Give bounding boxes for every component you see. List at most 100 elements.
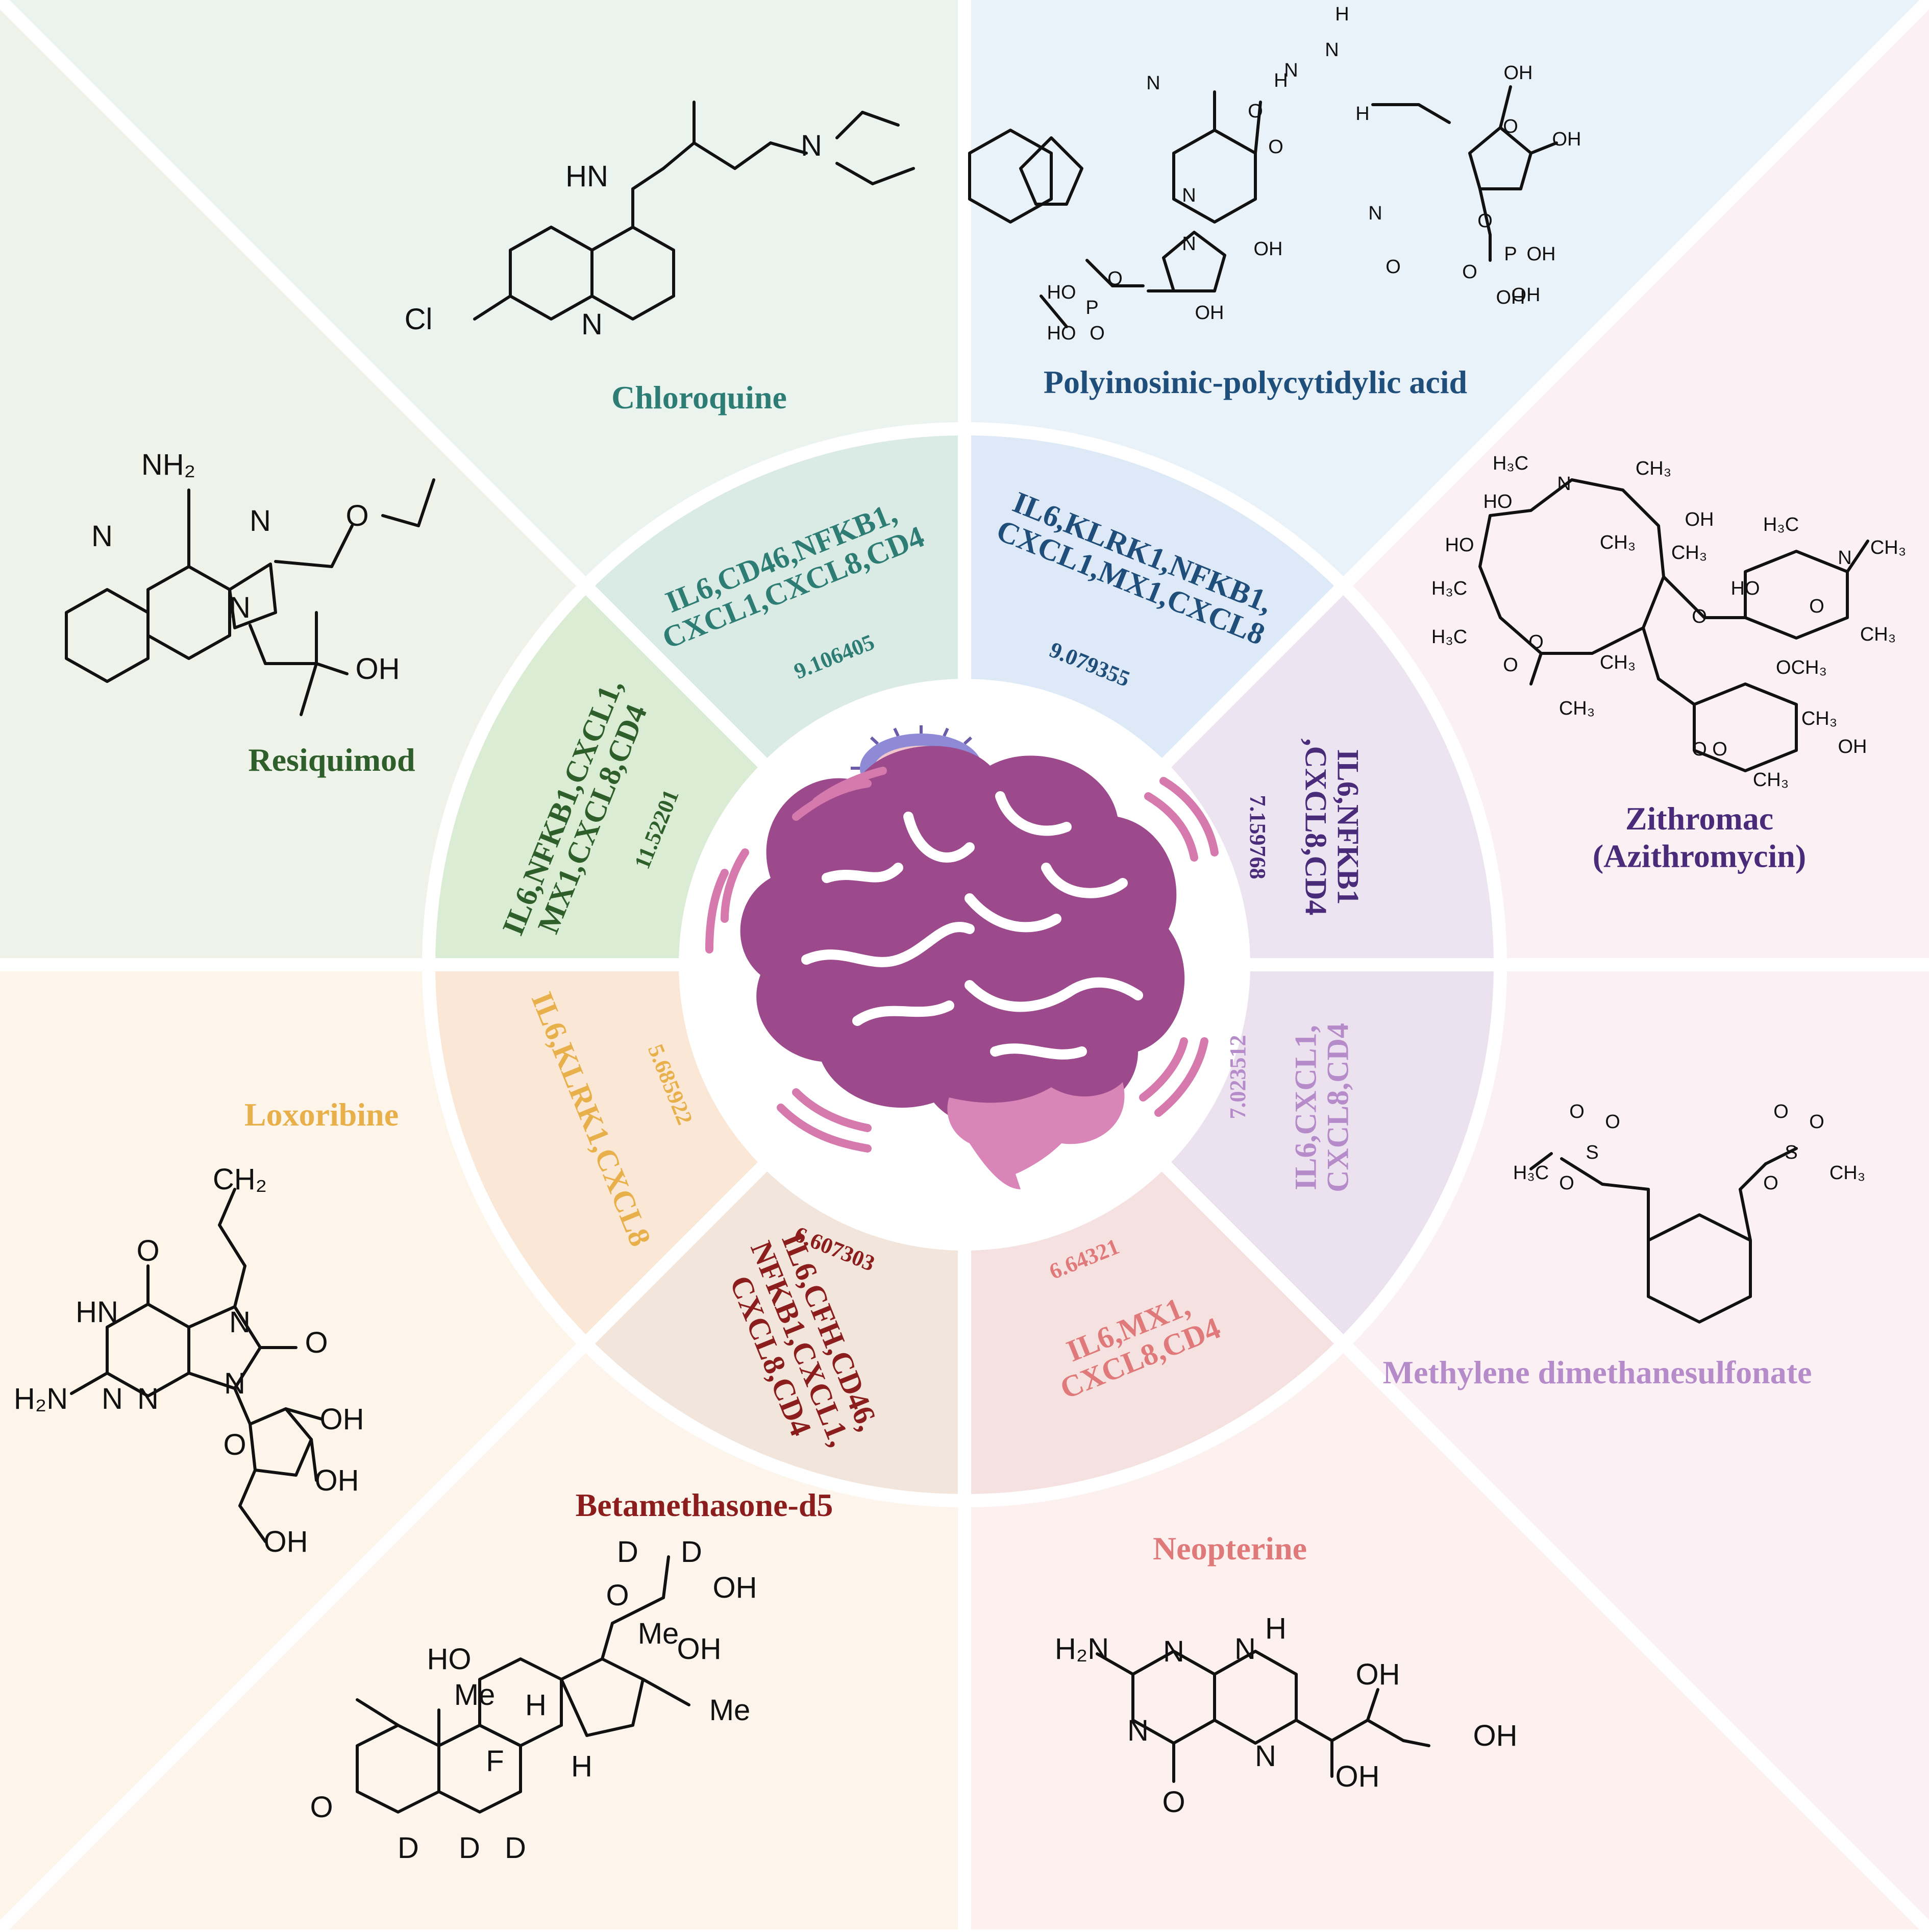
drug-name-loxoribine: Loxoribine [244,1096,399,1133]
atom-loxoribine-9: O [223,1428,246,1461]
atom-neopterine-4: N [1127,1714,1149,1747]
atom-zithromac-17: O [1692,606,1707,627]
atom-polyic-15: HO [1047,282,1076,303]
atom-polyic-20: OH [1195,302,1224,324]
atom-polyic-3: H [1355,103,1369,125]
ring-outer-border [422,422,1507,1507]
atom-betamethasone-6: HO [427,1643,472,1676]
atom-zithromac-3: HO [1483,491,1513,512]
atom-loxoribine-4: N [137,1382,159,1415]
atom-chloroquine-0: HN [565,160,608,193]
atom-zithromac-12: H₃C [1431,626,1467,648]
atom-polyic-17: O [1090,323,1105,344]
atom-loxoribine-11: OH [315,1464,359,1497]
atom-zithromac-24: OH [1838,736,1867,757]
atom-polyic-27: OH [1496,287,1525,308]
atom-polyic-1: N [1325,39,1339,61]
atom-betamethasone-14: D [459,1831,480,1865]
atom-neopterine-9: OH [1473,1719,1518,1752]
atom-loxoribine-2: HN [76,1295,118,1329]
atom-betamethasone-1: D [681,1535,702,1569]
score-methylene: 7.023512 [1225,1035,1250,1119]
atom-betamethasone-2: O [606,1579,629,1612]
atom-betamethasone-5: OH [677,1632,722,1666]
atom-polyic-7: OH [1552,129,1581,150]
zithromac-structure [1478,478,1869,772]
atom-betamethasone-8: H [525,1689,547,1722]
atom-loxoribine-0: CH₂ [213,1163,267,1196]
atom-neopterine-8: O [1162,1786,1185,1819]
atom-methylene-8: O [1763,1172,1778,1194]
atom-betamethasone-0: D [617,1535,638,1569]
atom-methylene-1: O [1605,1111,1620,1133]
atom-resiquimod-2: N [250,504,271,537]
neopterine-structure [1096,1650,1430,1783]
atom-polyic-14: OH [1254,238,1283,260]
atom-polyic-21: O [1477,210,1493,232]
atom-polyic-25: OH [1512,284,1541,306]
atom-neopterine-5: N [1255,1740,1276,1773]
atom-neopterine-7: OH [1336,1760,1380,1793]
atom-methylene-4: O [1559,1172,1574,1194]
atom-chloroquine-3: N [581,308,603,341]
atom-polyic-13: O [1248,101,1263,122]
atom-zithromac-22: O [1712,739,1727,760]
drug-name-neopterine: Neopterine [1153,1530,1307,1567]
atom-zithromac-15: O [1809,596,1824,617]
atom-loxoribine-6: H₂N [14,1382,68,1415]
atom-methylene-5: O [1773,1101,1789,1122]
atom-zithromac-11: CH₃ [1870,537,1906,558]
atom-zithromac-0: H₃C [1493,453,1528,474]
atom-resiquimod-1: N [91,520,113,553]
atom-zithromac-18: O [1528,631,1544,653]
atom-betamethasone-13: D [398,1831,419,1865]
atom-loxoribine-10: OH [320,1403,364,1436]
molecules [65,85,1869,1814]
atom-zithromac-14: HO [1731,578,1760,599]
atom-betamethasone-11: H [571,1750,592,1783]
atom-polyic-8: N [1182,233,1196,255]
atom-zithromac-8: CH₃ [1671,542,1707,564]
atom-zithromac-1: N [1557,473,1571,495]
atom-zithromac-16: CH₃ [1860,624,1896,645]
atom-polyic-5: O [1386,256,1401,278]
drug-name-methylene: Methylene dimethanesulfonate [1383,1354,1812,1390]
loxoribine-structure [70,1188,323,1543]
score-zithromac: 7.159768 [1245,795,1270,879]
atom-resiquimod-3: N [229,591,251,624]
atom-betamethasone-9: Me [709,1694,751,1727]
drug-name-chloroquine: Chloroquine [611,379,787,415]
atom-polyic-11: N [1284,60,1298,81]
drug-name-betamethasone: Betamethasone-d5 [576,1487,833,1523]
atom-methylene-6: O [1809,1111,1824,1133]
betamethasone-structure [356,1555,690,1814]
atom-zithromac-25: CH₃ [1753,769,1789,791]
drug-name-polyic: Polyinosinic-polycytidylic acid [1044,364,1467,400]
atom-zithromac-20: CH₃ [1559,698,1595,719]
atom-chloroquine-2: Cl [405,303,433,336]
atom-zithromac-4: CH₃ [1600,532,1636,553]
atom-methylene-2: S [1586,1142,1598,1163]
methylene-structure [1529,1147,1798,1324]
atom-loxoribine-1: O [136,1234,159,1267]
atom-polyic-18: HO [1047,323,1076,344]
atom-betamethasone-3: OH [713,1571,757,1604]
atom-neopterine-2: H₂N [1055,1632,1109,1666]
gene-list-zithromac: IL6,NFKB1,CXCL8,CD4 [1299,739,1365,916]
drug-name-resiquimod: Resiquimod [248,742,415,778]
drug-names: Chloroquine Polyinosinic-polycytidylic ac… [244,364,1812,1567]
atom-polyic-2: H [1274,70,1288,91]
atom-resiquimod-0: NH₂ [141,448,195,481]
atom-zithromac-6: HO [1445,534,1474,556]
atom-polyic-22: P [1504,243,1517,265]
drug-name-zithromac: Zithromac(Azithromycin) [1593,800,1806,874]
atom-polyic-0: H [1335,4,1349,25]
atom-zithromac-9: H₃C [1763,514,1799,535]
atom-zithromac-13: CH₃ [1600,652,1636,673]
atom-zithromac-5: OH [1685,509,1714,530]
atom-zithromac-21: OCH₃ [1776,657,1827,678]
atom-betamethasone-7: Me [454,1678,496,1711]
